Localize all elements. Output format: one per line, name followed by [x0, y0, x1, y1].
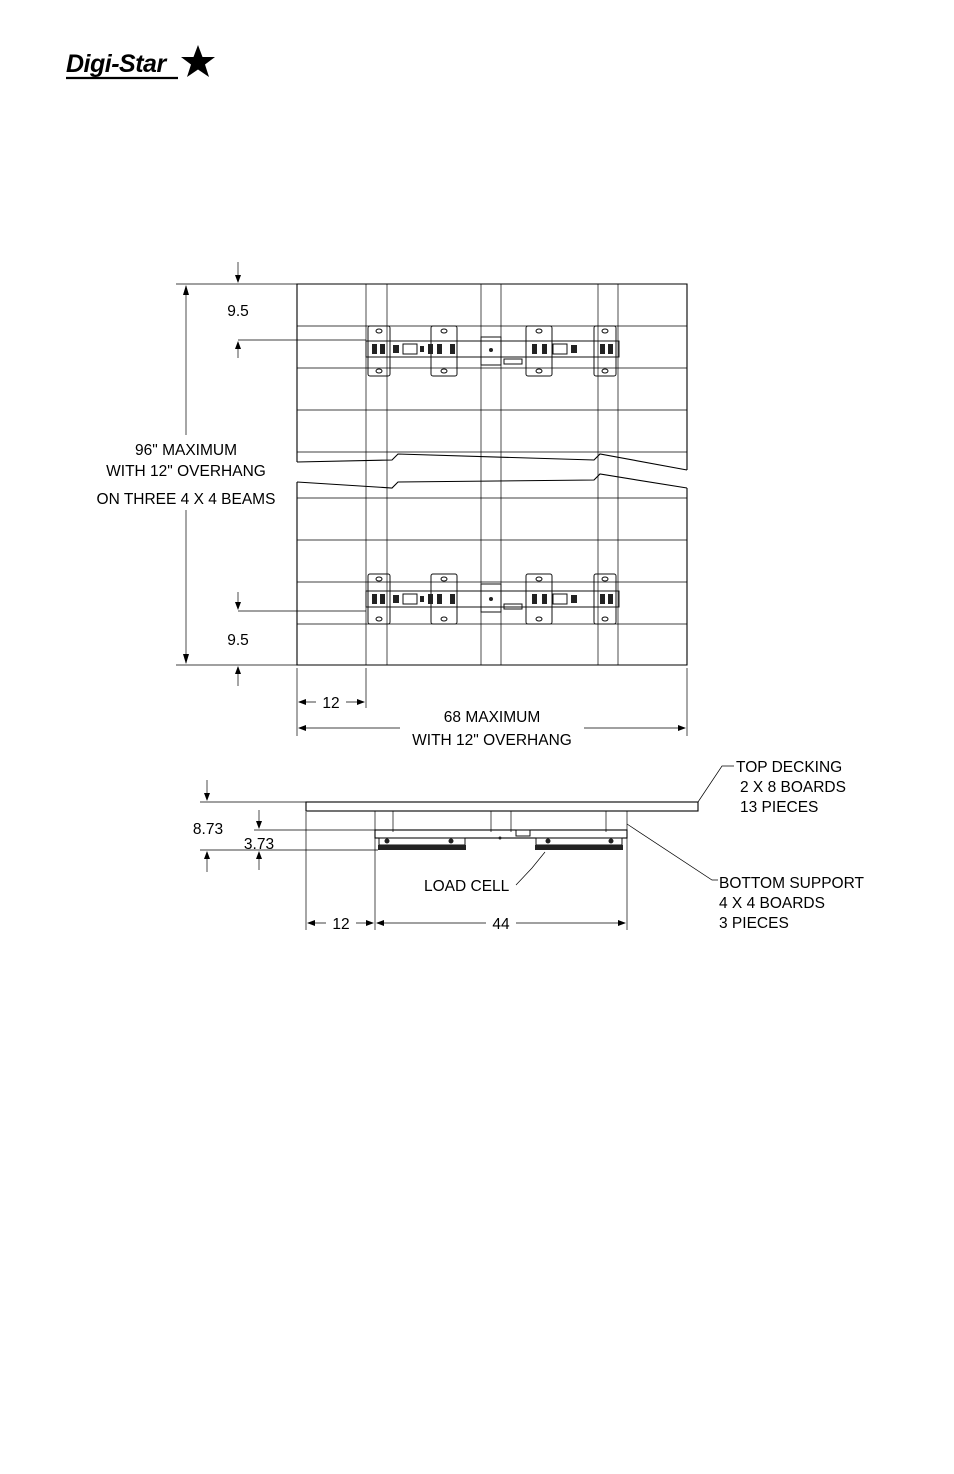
top-decking-label-2: 2 X 8 BOARDS	[740, 779, 846, 796]
dimension-top-offset: 9.5	[227, 262, 366, 358]
dimension-side-widths: 12 44	[305, 812, 628, 933]
overall-length-label: 96" MAXIMUM	[135, 442, 237, 459]
dimension-width: 68 MAXIMUM WITH 12" OVERHANG	[298, 668, 688, 749]
dimension-overall-length: 96" MAXIMUM WITH 12" OVERHANG ON THREE 4…	[97, 283, 297, 666]
bottom-support-label-1: BOTTOM SUPPORT	[719, 875, 865, 892]
bottom-support-label-3: 3 PIECES	[719, 915, 789, 932]
logo-wordmark: Digi-Star	[66, 50, 167, 78]
left-overhang-label: 12	[322, 695, 339, 712]
star-icon	[181, 45, 215, 77]
top-offset-label: 9.5	[227, 303, 249, 320]
dimension-bottom-offset: 9.5	[227, 592, 366, 686]
load-cell-assembly-top	[365, 325, 620, 377]
plan-view: 96" MAXIMUM WITH 12" OVERHANG ON THREE 4…	[97, 262, 688, 749]
cell-height-label: 3.73	[244, 836, 274, 853]
callout-bottom-support: BOTTOM SUPPORT 4 X 4 BOARDS 3 PIECES	[626, 823, 865, 932]
bottom-offset-label: 9.5	[227, 632, 249, 649]
top-decking-label-3: 13 PIECES	[740, 799, 818, 816]
callout-top-decking: TOP DECKING 2 X 8 BOARDS 13 PIECES	[697, 759, 846, 816]
load-cell-label: LOAD CELL	[424, 878, 510, 895]
width-label-2: WITH 12" OVERHANG	[412, 732, 572, 749]
top-decking-board	[305, 801, 699, 812]
digi-star-logo: Digi-Star	[66, 45, 215, 80]
dimension-left-overhang: 12	[296, 668, 367, 736]
total-height-label: 8.73	[193, 821, 223, 838]
dimension-total-height: 8.73	[193, 780, 378, 872]
dimension-cell-height: 3.73	[244, 810, 375, 870]
top-decking-label-1: TOP DECKING	[736, 759, 842, 776]
overall-length-label-3: ON THREE 4 X 4 BEAMS	[97, 491, 276, 508]
side-load-cell	[378, 829, 623, 850]
bottom-support-beam	[374, 829, 628, 839]
scale-platform-drawing: 96" MAXIMUM WITH 12" OVERHANG ON THREE 4…	[97, 262, 865, 933]
span-label: 44	[492, 916, 510, 933]
load-cell-assembly-bottom	[365, 573, 620, 625]
width-label: 68 MAXIMUM	[444, 709, 540, 726]
side-overhang-label: 12	[332, 916, 349, 933]
bottom-support-label-2: 4 X 4 BOARDS	[719, 895, 825, 912]
callout-load-cell: LOAD CELL	[424, 851, 546, 895]
side-view: 8.73 3.73 12 44	[193, 759, 865, 933]
overall-length-label-2: WITH 12" OVERHANG	[106, 463, 266, 480]
